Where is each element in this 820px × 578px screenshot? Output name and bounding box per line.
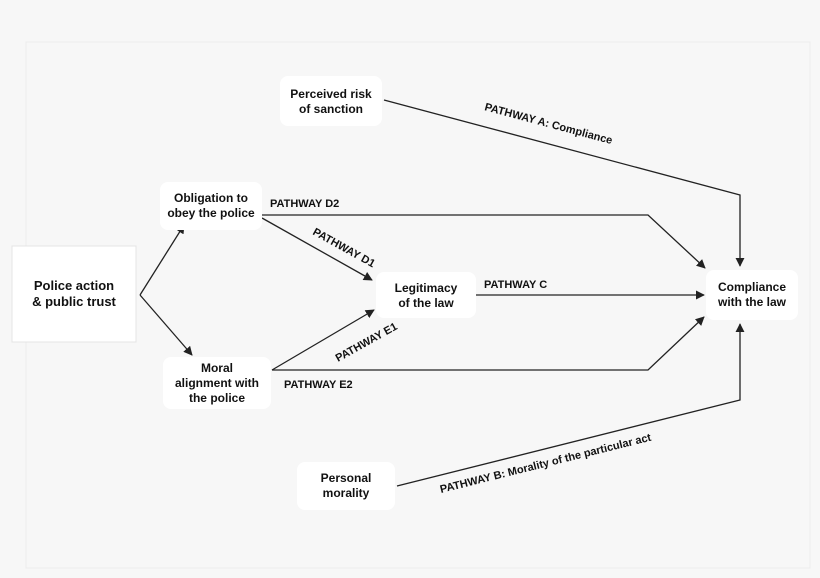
- node-compliance-line1: Compliance: [718, 280, 786, 294]
- label-pathway-c: PATHWAY C: [484, 279, 547, 291]
- node-legitimacy: Legitimacy of the law: [376, 272, 476, 318]
- edge-obligation-to-legitimacy: [261, 217, 373, 281]
- edge-moral-to-legitimacy: [271, 309, 375, 371]
- node-obligation-line2: obey the police: [167, 206, 255, 220]
- node-personal-line1: Personal: [321, 471, 372, 485]
- node-moral-line3: the police: [189, 391, 245, 405]
- edge-police-to-obligation: [139, 224, 185, 296]
- node-personal-line2: morality: [323, 486, 370, 500]
- edge-personal-to-compliance: [396, 323, 745, 487]
- node-obligation-line1: Obligation to: [174, 191, 248, 205]
- label-pathway-d2: PATHWAY D2: [270, 198, 339, 210]
- label-pathway-a: PATHWAY A: Compliance: [483, 101, 613, 147]
- node-moral-line1: Moral: [201, 361, 233, 375]
- edge-obligation-to-compliance: [262, 214, 706, 269]
- node-moral-alignment: Moral alignment with the police: [163, 357, 271, 409]
- node-obligation: Obligation to obey the police: [160, 182, 262, 230]
- node-compliance-line2: with the law: [717, 295, 787, 309]
- node-legitimacy-line1: Legitimacy: [395, 281, 458, 295]
- edge-risk-to-compliance: [383, 99, 745, 267]
- node-moral-line2: alignment with: [175, 376, 259, 390]
- node-legitimacy-line2: of the law: [398, 296, 454, 310]
- node-police-action: Police action & public trust: [11, 245, 137, 343]
- node-police-action-line1: Police action: [34, 278, 114, 293]
- label-pathway-b: PATHWAY B: Morality of the particular ac…: [439, 432, 653, 496]
- edge-police-to-moral: [139, 294, 193, 356]
- node-compliance: Compliance with the law: [706, 270, 798, 320]
- node-risk-line1: Perceived risk: [290, 87, 372, 101]
- node-police-action-line2: & public trust: [32, 294, 116, 309]
- node-perceived-risk: Perceived risk of sanction: [280, 76, 382, 126]
- label-pathway-e2: PATHWAY E2: [284, 379, 353, 391]
- edge-moral-to-compliance: [272, 316, 705, 371]
- node-risk-line2: of sanction: [299, 102, 363, 116]
- node-personal-morality: Personal morality: [297, 462, 395, 510]
